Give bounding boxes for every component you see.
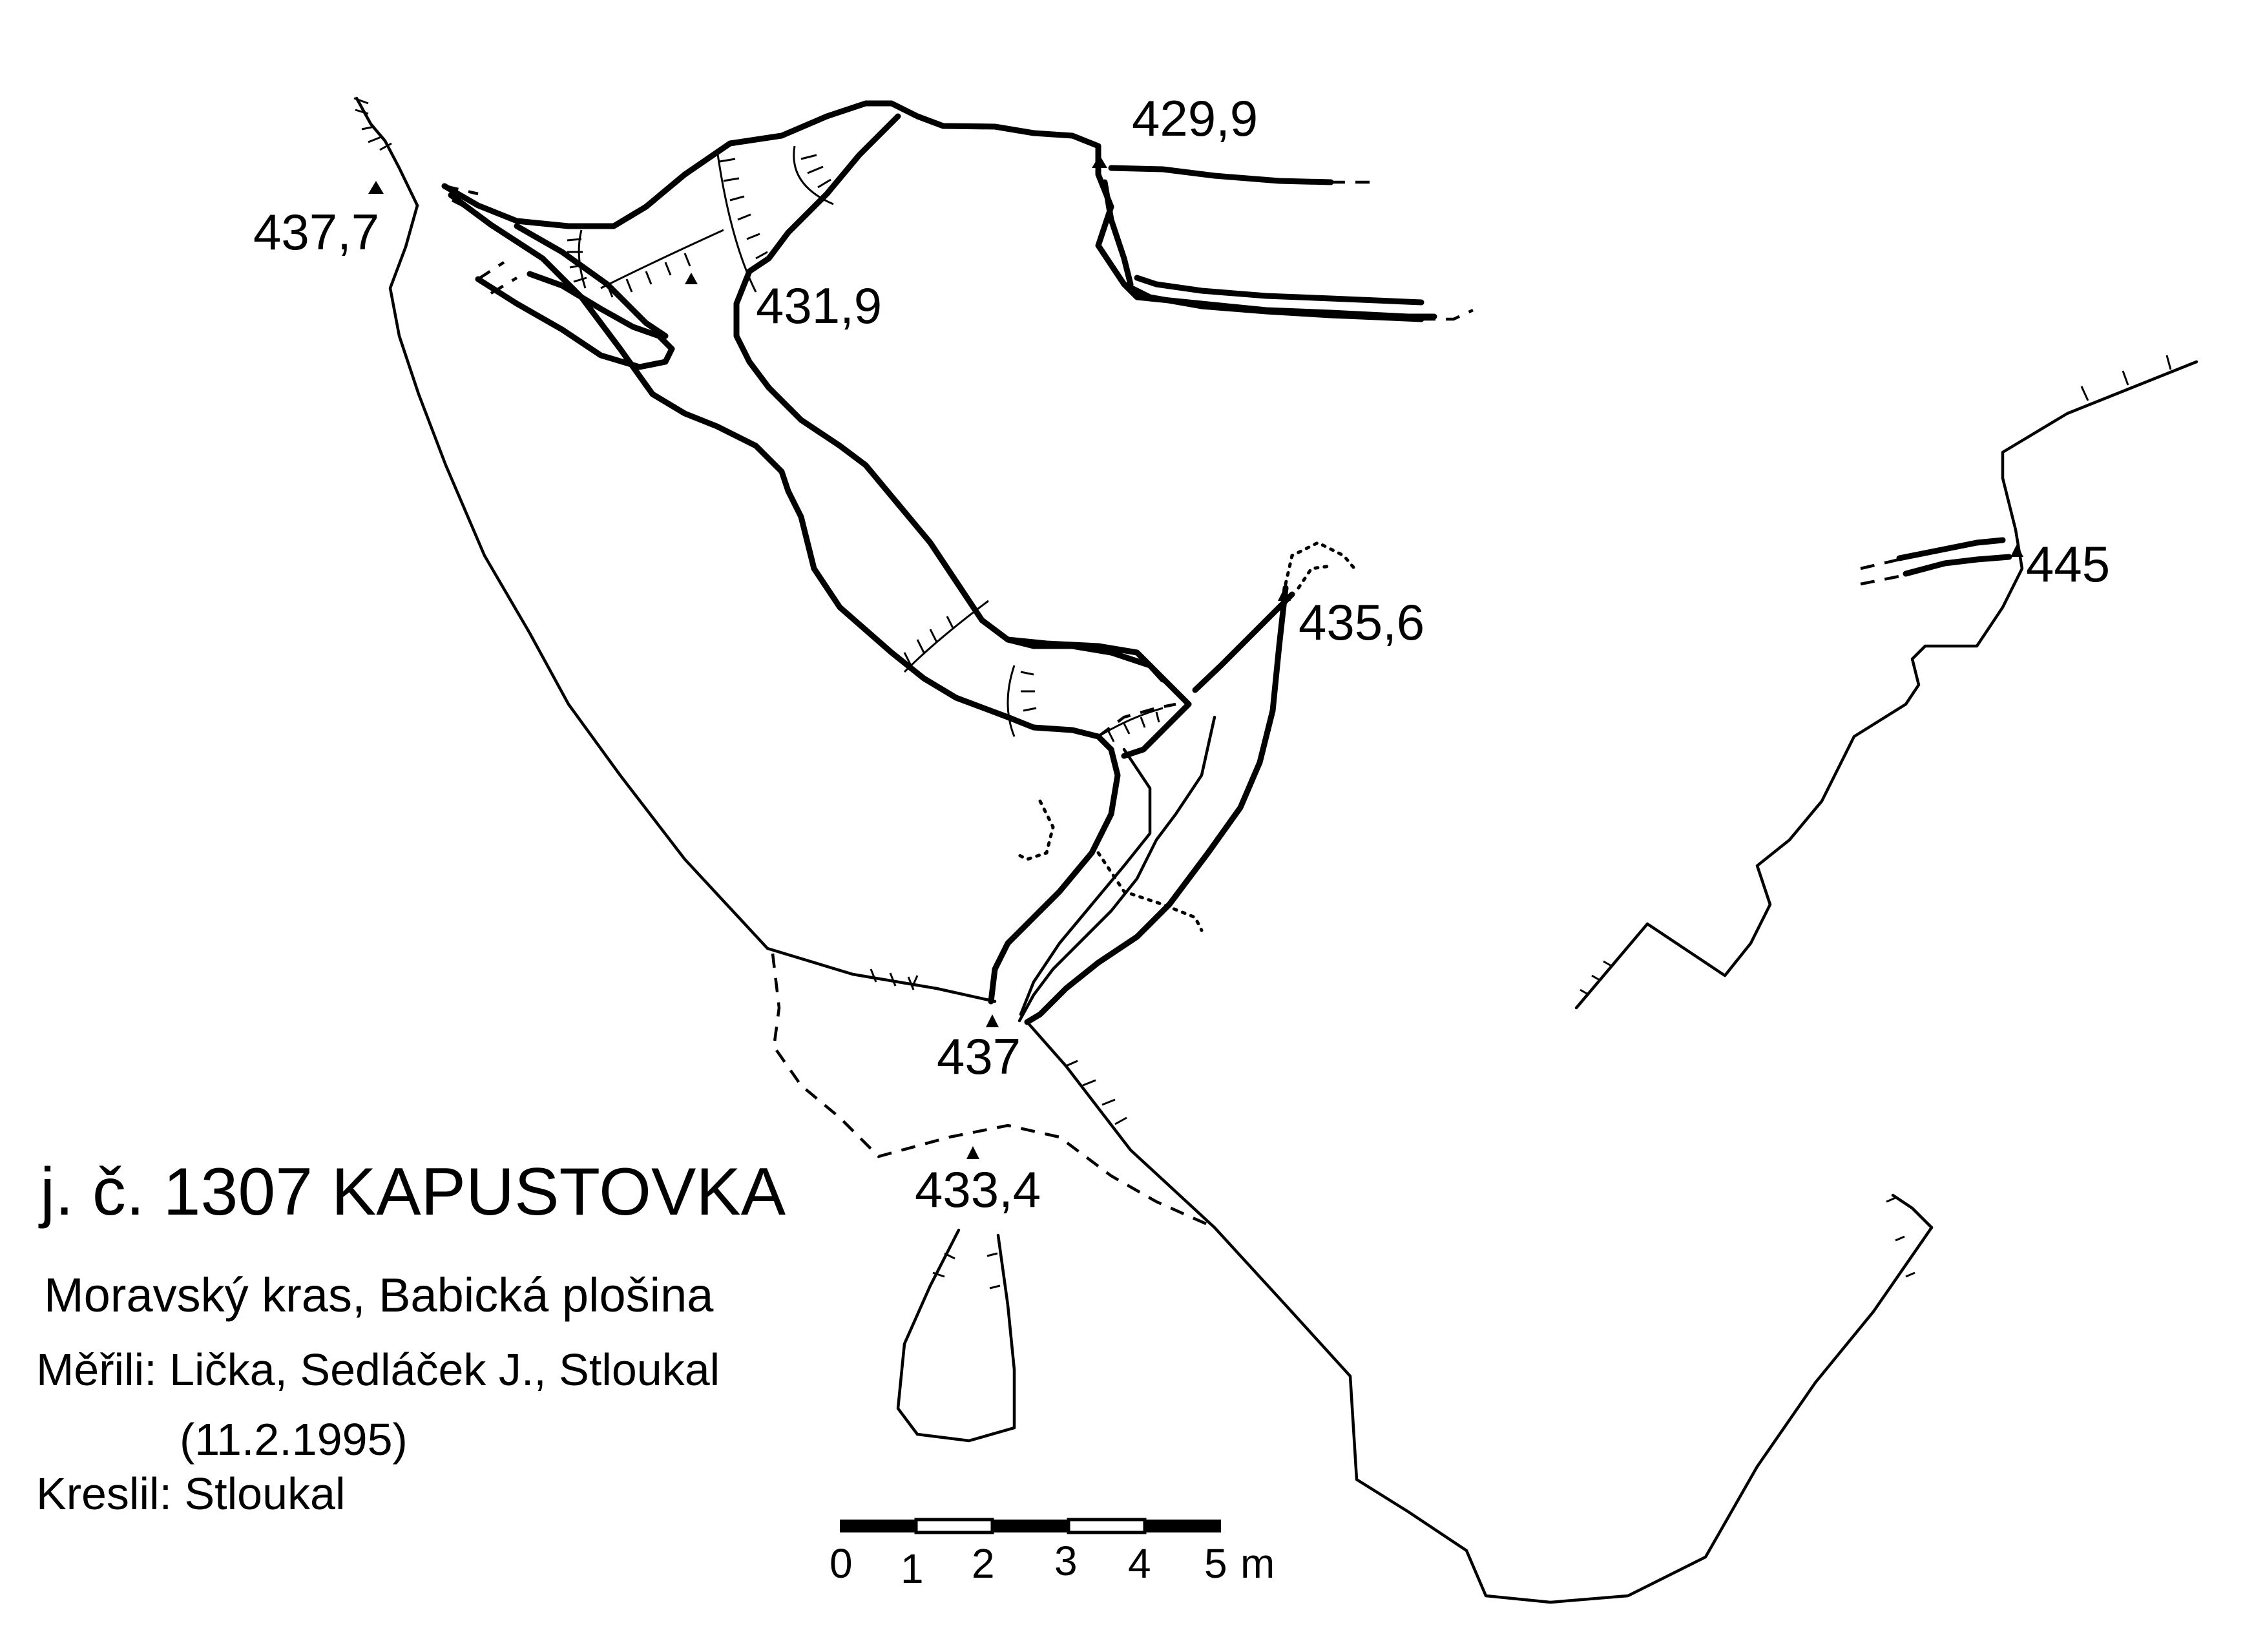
passage-445-south [1903,554,2012,577]
drawn-by: Kreslil: Stloukal [36,1469,346,1519]
survey-marker-433-4 [966,1146,979,1159]
passage-445-north [1896,537,2006,561]
survey-marker-437-7 [368,181,384,194]
scale-segment-3 [992,1520,1069,1532]
east-branch-south [1101,179,1134,288]
survey-markers [368,155,2023,1159]
east-branch-north [1108,165,1334,185]
scale-label-4: 4 [1128,1540,1151,1587]
lower-chamber-north [1005,636,1192,707]
dotted-passage-3 [1012,799,1055,861]
map-title: j. č. 1307 KAPUSTOVKA [38,1155,786,1229]
dotted-passage-2 [1297,564,1333,590]
survey-marker-437 [986,1014,999,1027]
elevation-labels: 429,9 437,7 431,9 435,6 445 437 433,4 [253,90,2110,1218]
slope-hook [1891,1193,1934,1229]
survey-date: (11.2.1995) [180,1414,408,1465]
survey-marker-445 [2010,544,2023,557]
small-depression [896,1228,1016,1443]
elevation-437: 437 [937,1028,1021,1085]
elevation-437-7: 437,7 [253,204,379,260]
passage-445-open-end [1860,558,1906,586]
east-branch-lower [1121,281,1424,322]
scale-label-5: 5 [1204,1540,1227,1587]
entrance-passage-long [1024,585,1289,1025]
scale-segment-2 [914,1518,994,1534]
elevation-433-4: 433,4 [915,1161,1041,1218]
scale-segment-1 [840,1520,916,1532]
dashed-inner-1 [1097,702,1176,738]
valley-line [1574,360,2198,1010]
survey-marker-429-9 [1092,155,1107,168]
main-passage-south-wall [448,192,1114,753]
elevation-435-6: 435,6 [1299,594,1424,651]
slope-ticks [353,97,2172,1290]
surveyed-by: Měřili: Lička, Sedláček J., Stloukal [36,1344,720,1395]
entrance-inner-line [1017,715,1216,1023]
main-passage-inner-wall [733,113,1166,683]
open-end-east-bottom [1421,308,1474,321]
doline-outline [355,96,997,1003]
scale-segment-5 [1145,1520,1221,1532]
terrain-lines [353,96,2198,1604]
dotted-passage-1 [1284,541,1359,586]
main-passage-north-wall [441,100,1437,320]
open-end-finger [477,261,518,295]
scale-unit: m [1240,1540,1275,1587]
cave-walls [441,100,2012,1025]
title-block: j. č. 1307 KAPUSTOVKA Moravský kras, Bab… [36,1155,786,1519]
scale-label-3: 3 [1054,1538,1078,1584]
entrance-shaft-left [988,746,1121,1005]
scale-label-0: 0 [830,1540,853,1587]
scale-bar: 0 1 2 3 4 5 m [830,1518,1275,1592]
open-end-west [444,184,479,215]
entrance-passage-east [1192,591,1295,693]
elevation-445: 445 [2026,536,2110,592]
entrance-shaft-right [1121,701,1192,759]
elevation-429-9: 429,9 [1132,90,1258,147]
scale-segment-4 [1067,1518,1147,1534]
map-subtitle: Moravský kras, Babická plošina [44,1268,714,1322]
dotted-passage-4 [1096,851,1204,932]
entrance-inner-line-2 [1019,748,1152,1016]
survey-marker-431-9 [685,273,698,284]
scale-label-1: 1 [901,1545,924,1592]
slope-line [1025,1020,1934,1604]
survey-marker-435-6 [1278,588,1291,601]
hachures [567,145,1164,742]
elevation-431-9: 431,9 [756,277,882,334]
dashed-path [771,953,1215,1229]
east-branch-inner [1134,275,1424,306]
scale-label-2: 2 [972,1540,995,1587]
finger-passage [475,271,675,370]
